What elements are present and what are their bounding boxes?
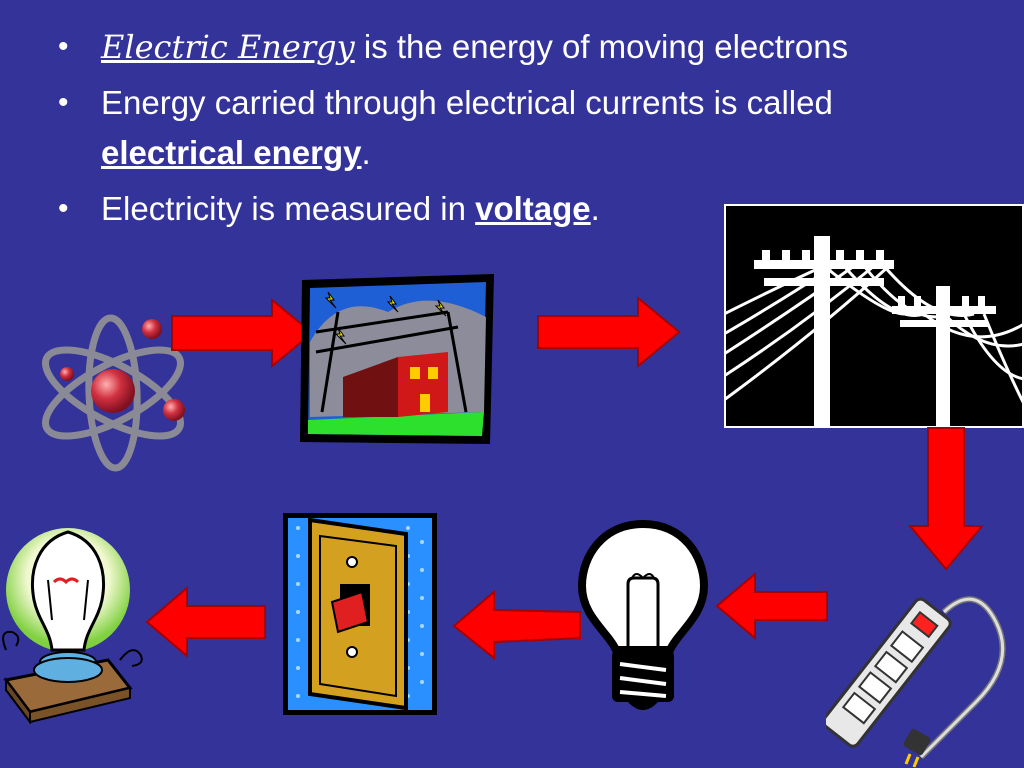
voltage-keyword: voltage bbox=[475, 190, 591, 227]
bullet-3-end: . bbox=[590, 190, 600, 227]
power-lines-icon bbox=[724, 204, 1024, 428]
bullet-2: • Energy carried through electrical curr… bbox=[58, 78, 1008, 178]
bullet-dot: • bbox=[58, 192, 69, 225]
bullet-list: • Electric Energy is the energy of movin… bbox=[58, 22, 1008, 240]
arrow-left-icon bbox=[715, 572, 828, 640]
arrow-right-icon bbox=[537, 296, 681, 368]
power-plant-icon bbox=[300, 274, 494, 444]
bullet-dot: • bbox=[58, 30, 69, 63]
electric-energy-term: Electric Energy bbox=[101, 28, 355, 66]
bullet-1-text: is the energy of moving electrons bbox=[354, 28, 849, 65]
arrow-left-icon bbox=[452, 590, 581, 660]
bullet-2-end: . bbox=[361, 134, 371, 171]
bullet-3: • Electricity is measured in voltage. bbox=[58, 184, 1008, 234]
power-strip-icon bbox=[826, 596, 1006, 768]
bullet-3-text: Electricity is measured in bbox=[101, 190, 476, 227]
light-switch-icon bbox=[283, 513, 437, 715]
electrical-energy-keyword: electrical energy bbox=[101, 134, 362, 171]
light-bulb-icon bbox=[578, 520, 708, 710]
arrow-right-icon bbox=[171, 298, 314, 368]
bullet-dot: • bbox=[58, 86, 69, 119]
bullet-2-text: Energy carried through electrical curren… bbox=[101, 84, 833, 121]
lamp-icon bbox=[2, 528, 143, 724]
arrow-left-icon bbox=[145, 586, 266, 658]
bullet-1: • Electric Energy is the energy of movin… bbox=[58, 22, 1008, 72]
arrow-down-icon bbox=[908, 427, 984, 571]
atom-icon bbox=[41, 314, 185, 472]
